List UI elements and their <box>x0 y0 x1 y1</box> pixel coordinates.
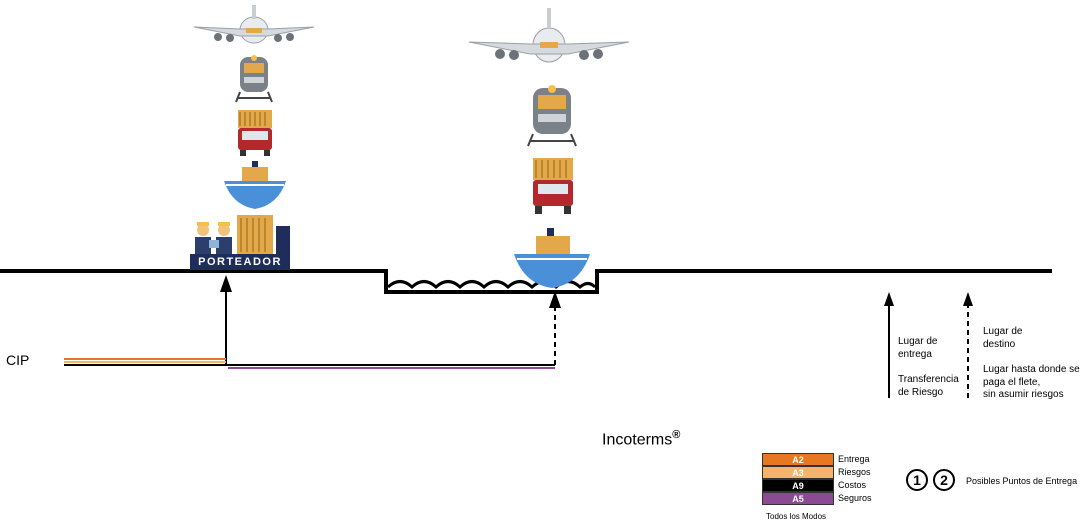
ground-line <box>0 269 1052 294</box>
legend-solid-line2: entrega <box>898 348 932 360</box>
train-icon-right <box>527 85 577 147</box>
legend-dashed-line4: paga el flete, <box>983 376 1041 388</box>
all-modes-label: Todos los Modos <box>766 512 827 521</box>
delivery-point-one-icon: 1 <box>906 469 928 491</box>
key-code-insurance: A5 <box>762 492 834 505</box>
incoterm-label: CIP <box>6 352 30 368</box>
legend-freight-paid: Lugar hasta donde se paga el flete, sin … <box>983 364 1080 402</box>
train-icon-left <box>235 55 273 103</box>
key-code-risks: A3 <box>762 466 834 479</box>
key-label-risks: Riesgos <box>838 467 871 477</box>
truck-icon-right <box>533 158 573 214</box>
destination-arrow-head <box>549 291 561 308</box>
legend-dashed-line1: Lugar de <box>983 326 1023 337</box>
legend-destination-place: Lugar de destino <box>983 326 1022 351</box>
airplane-icon-left <box>193 5 315 44</box>
key-code-costs: A9 <box>762 479 834 492</box>
key-label-costs: Costos <box>838 480 867 490</box>
legend-delivery-place: Lugar de entrega <box>898 336 937 361</box>
delivery-point-two-icon: 2 <box>933 469 955 491</box>
legend-dashed-line3: Lugar hasta donde se <box>983 364 1080 375</box>
carrier-label: PORTEADOR <box>198 256 282 268</box>
ship-icon-left <box>224 161 286 209</box>
brand-name: Incoterms <box>602 431 673 449</box>
key-code-delivery: A2 <box>762 453 834 466</box>
legend-dashed-line5: sin asumir riesgos <box>983 389 1064 400</box>
key-label-delivery: Entrega <box>838 454 870 464</box>
carrier-building <box>190 215 290 270</box>
workers-icon <box>195 222 232 254</box>
brand-mark: ® <box>672 429 681 441</box>
delivery-arrow-head <box>220 275 232 292</box>
legend-solid-line4: de Riesgo <box>898 386 944 398</box>
legend-risk-transfer: Transferencia de Riesgo <box>898 374 959 399</box>
ship-icon-right <box>514 228 590 288</box>
incoterms-title: Incoterms® <box>602 429 680 450</box>
legend-solid-arrow-head <box>884 292 894 306</box>
key-label-insurance: Seguros <box>838 493 872 503</box>
legend-solid-line3: Transferencia <box>898 374 959 385</box>
legend-dashed-arrow-head <box>963 292 973 306</box>
airplane-icon-right <box>468 8 630 63</box>
legend-dashed-line2: destino <box>983 338 1016 350</box>
legend-solid-line1: Lugar de <box>898 336 938 347</box>
truck-icon-left <box>238 110 272 156</box>
delivery-points-label: Posibles Puntos de Entrega <box>966 476 1078 486</box>
